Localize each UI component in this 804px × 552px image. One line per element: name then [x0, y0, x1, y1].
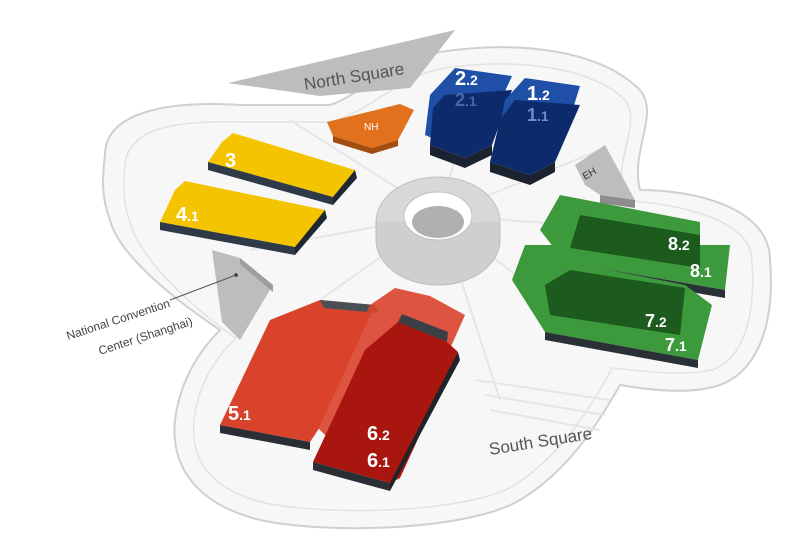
hall-8-2-label: 8.2	[668, 234, 690, 254]
hall-2-2-label: 2.2	[455, 68, 478, 90]
hall-7[interactable]: 7.2 7.1	[512, 245, 712, 368]
hall-7-2-label: 7.2	[645, 311, 667, 331]
hall-4-1-label: 4.1	[176, 204, 199, 226]
hall-8-1-label: 8.1	[690, 261, 712, 281]
hall-1-1-label: 1.1	[527, 105, 549, 125]
eh-building: EH	[575, 145, 635, 208]
central-rotunda	[375, 176, 501, 286]
hall-2-1-label: 2.1	[455, 90, 477, 110]
hall-7-1-label: 7.1	[665, 335, 687, 355]
hall-6[interactable]: 6.2 6.1	[310, 288, 465, 491]
north-square: North Square	[228, 30, 455, 96]
hall-1-2-label: 1.2	[527, 83, 550, 105]
hall-3[interactable]: 3	[208, 133, 357, 205]
hall-3-label: 3	[225, 150, 236, 172]
inner-outline	[122, 63, 754, 512]
hall-5-1-label: 5.1	[228, 403, 251, 425]
hall-2[interactable]: 2.2 2.1	[425, 68, 512, 168]
nh-label: NH	[364, 122, 378, 133]
nh-building: NH	[327, 104, 414, 154]
hall-4-1[interactable]: 4.1	[160, 181, 327, 255]
hall-6-1-label: 6.1	[367, 450, 390, 472]
hall-1[interactable]: 1.2 1.1	[490, 78, 580, 185]
hall-5-1[interactable]: 5.1	[220, 300, 378, 450]
hall-6-2-label: 6.2	[367, 423, 390, 445]
